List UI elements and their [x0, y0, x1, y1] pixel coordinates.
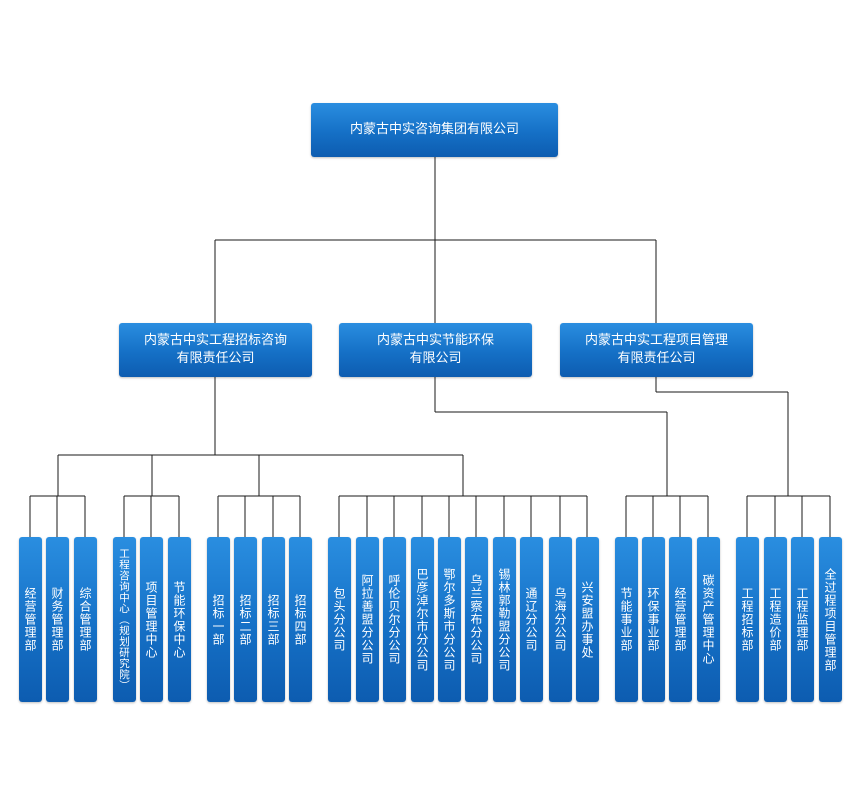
department-label: 乌兰察布分公司 — [469, 574, 483, 665]
department-label: 锡林郭勒盟分公司 — [497, 567, 511, 672]
department-box-branches: 呼伦贝尔分公司 — [382, 537, 406, 702]
root-company-box: 内蒙古中实咨询集团有限公司 — [311, 103, 558, 157]
department-label: 节能环保中心 — [172, 580, 186, 659]
department-label: 招标二部 — [238, 593, 252, 646]
department-label: 全过程项目管理部 — [823, 567, 837, 672]
department-label: 综合管理部 — [78, 587, 92, 652]
company-bidding-consulting-box: 内蒙古中实工程招标咨询 有限责任公司 — [119, 323, 312, 377]
department-box-consulting: 工程咨询中心（规划研究院） — [112, 537, 136, 702]
department-box-general: 综合管理部 — [73, 537, 97, 702]
department-label: 招标三部 — [266, 593, 280, 646]
department-label: 财务管理部 — [50, 587, 64, 652]
department-label: 项目管理中心 — [144, 580, 158, 659]
department-label: 环保事业部 — [646, 587, 660, 652]
department-label: 经营管理部 — [673, 587, 687, 652]
department-label: 工程咨询中心（规划研究院） — [118, 548, 130, 691]
root-company-label: 内蒙古中实咨询集团有限公司 — [349, 122, 519, 137]
department-box-general: 财务管理部 — [45, 537, 69, 702]
department-label: 兴安盟办事处 — [580, 580, 594, 659]
department-label: 工程监理部 — [795, 587, 809, 652]
department-box-energy: 经营管理部 — [668, 537, 692, 702]
company-energy-env-box: 内蒙古中实节能环保 有限公司 — [339, 323, 532, 377]
department-box-bidding: 招标三部 — [261, 537, 285, 702]
department-label: 通辽分公司 — [524, 587, 538, 652]
department-label: 经营管理部 — [23, 587, 37, 652]
department-box-project: 工程招标部 — [735, 537, 759, 702]
department-box-project: 工程监理部 — [790, 537, 814, 702]
company-bidding-consulting-line2: 有限责任公司 — [176, 351, 255, 366]
department-label: 工程造价部 — [768, 587, 782, 652]
department-box-energy: 环保事业部 — [641, 537, 665, 702]
department-label: 乌海分公司 — [553, 587, 567, 652]
department-box-branches: 锡林郭勒盟分公司 — [492, 537, 516, 702]
department-box-consulting: 节能环保中心 — [167, 537, 191, 702]
department-box-bidding: 招标二部 — [233, 537, 257, 702]
company-bidding-consulting-line1: 内蒙古中实工程招标咨询 — [143, 333, 287, 348]
company-project-mgmt-line1: 内蒙古中实工程项目管理 — [584, 333, 728, 348]
department-label: 碳资产管理中心 — [701, 574, 715, 665]
department-label: 招标四部 — [293, 593, 307, 646]
department-box-bidding: 招标四部 — [288, 537, 312, 702]
department-label: 巴彦淖尔市分公司 — [415, 567, 429, 672]
department-box-consulting: 项目管理中心 — [139, 537, 163, 702]
department-box-branches: 乌兰察布分公司 — [464, 537, 488, 702]
department-label: 节能事业部 — [619, 587, 633, 652]
department-box-branches: 鄂尔多斯市分公司 — [437, 537, 461, 702]
company-energy-env-line2: 有限公司 — [409, 351, 462, 366]
department-label: 鄂尔多斯市分公司 — [442, 567, 456, 672]
department-label: 工程招标部 — [740, 587, 754, 652]
department-label: 阿拉善盟分公司 — [360, 574, 374, 665]
department-box-bidding: 招标一部 — [206, 537, 230, 702]
department-label: 呼伦贝尔分公司 — [387, 574, 401, 665]
department-box-project: 工程造价部 — [763, 537, 787, 702]
department-box-branches: 乌海分公司 — [548, 537, 572, 702]
department-label: 包头分公司 — [332, 587, 346, 652]
department-label: 招标一部 — [211, 593, 225, 646]
department-box-project: 全过程项目管理部 — [818, 537, 842, 702]
department-box-energy: 碳资产管理中心 — [696, 537, 720, 702]
department-box-energy: 节能事业部 — [614, 537, 638, 702]
company-project-mgmt-box: 内蒙古中实工程项目管理 有限责任公司 — [560, 323, 753, 377]
department-box-branches: 巴彦淖尔市分公司 — [410, 537, 434, 702]
department-box-branches: 兴安盟办事处 — [575, 537, 599, 702]
department-box-general: 经营管理部 — [18, 537, 42, 702]
department-box-branches: 包头分公司 — [327, 537, 351, 702]
department-box-branches: 阿拉善盟分公司 — [355, 537, 379, 702]
company-project-mgmt-line2: 有限责任公司 — [617, 351, 696, 366]
company-energy-env-line1: 内蒙古中实节能环保 — [376, 333, 494, 348]
department-box-branches: 通辽分公司 — [519, 537, 543, 702]
